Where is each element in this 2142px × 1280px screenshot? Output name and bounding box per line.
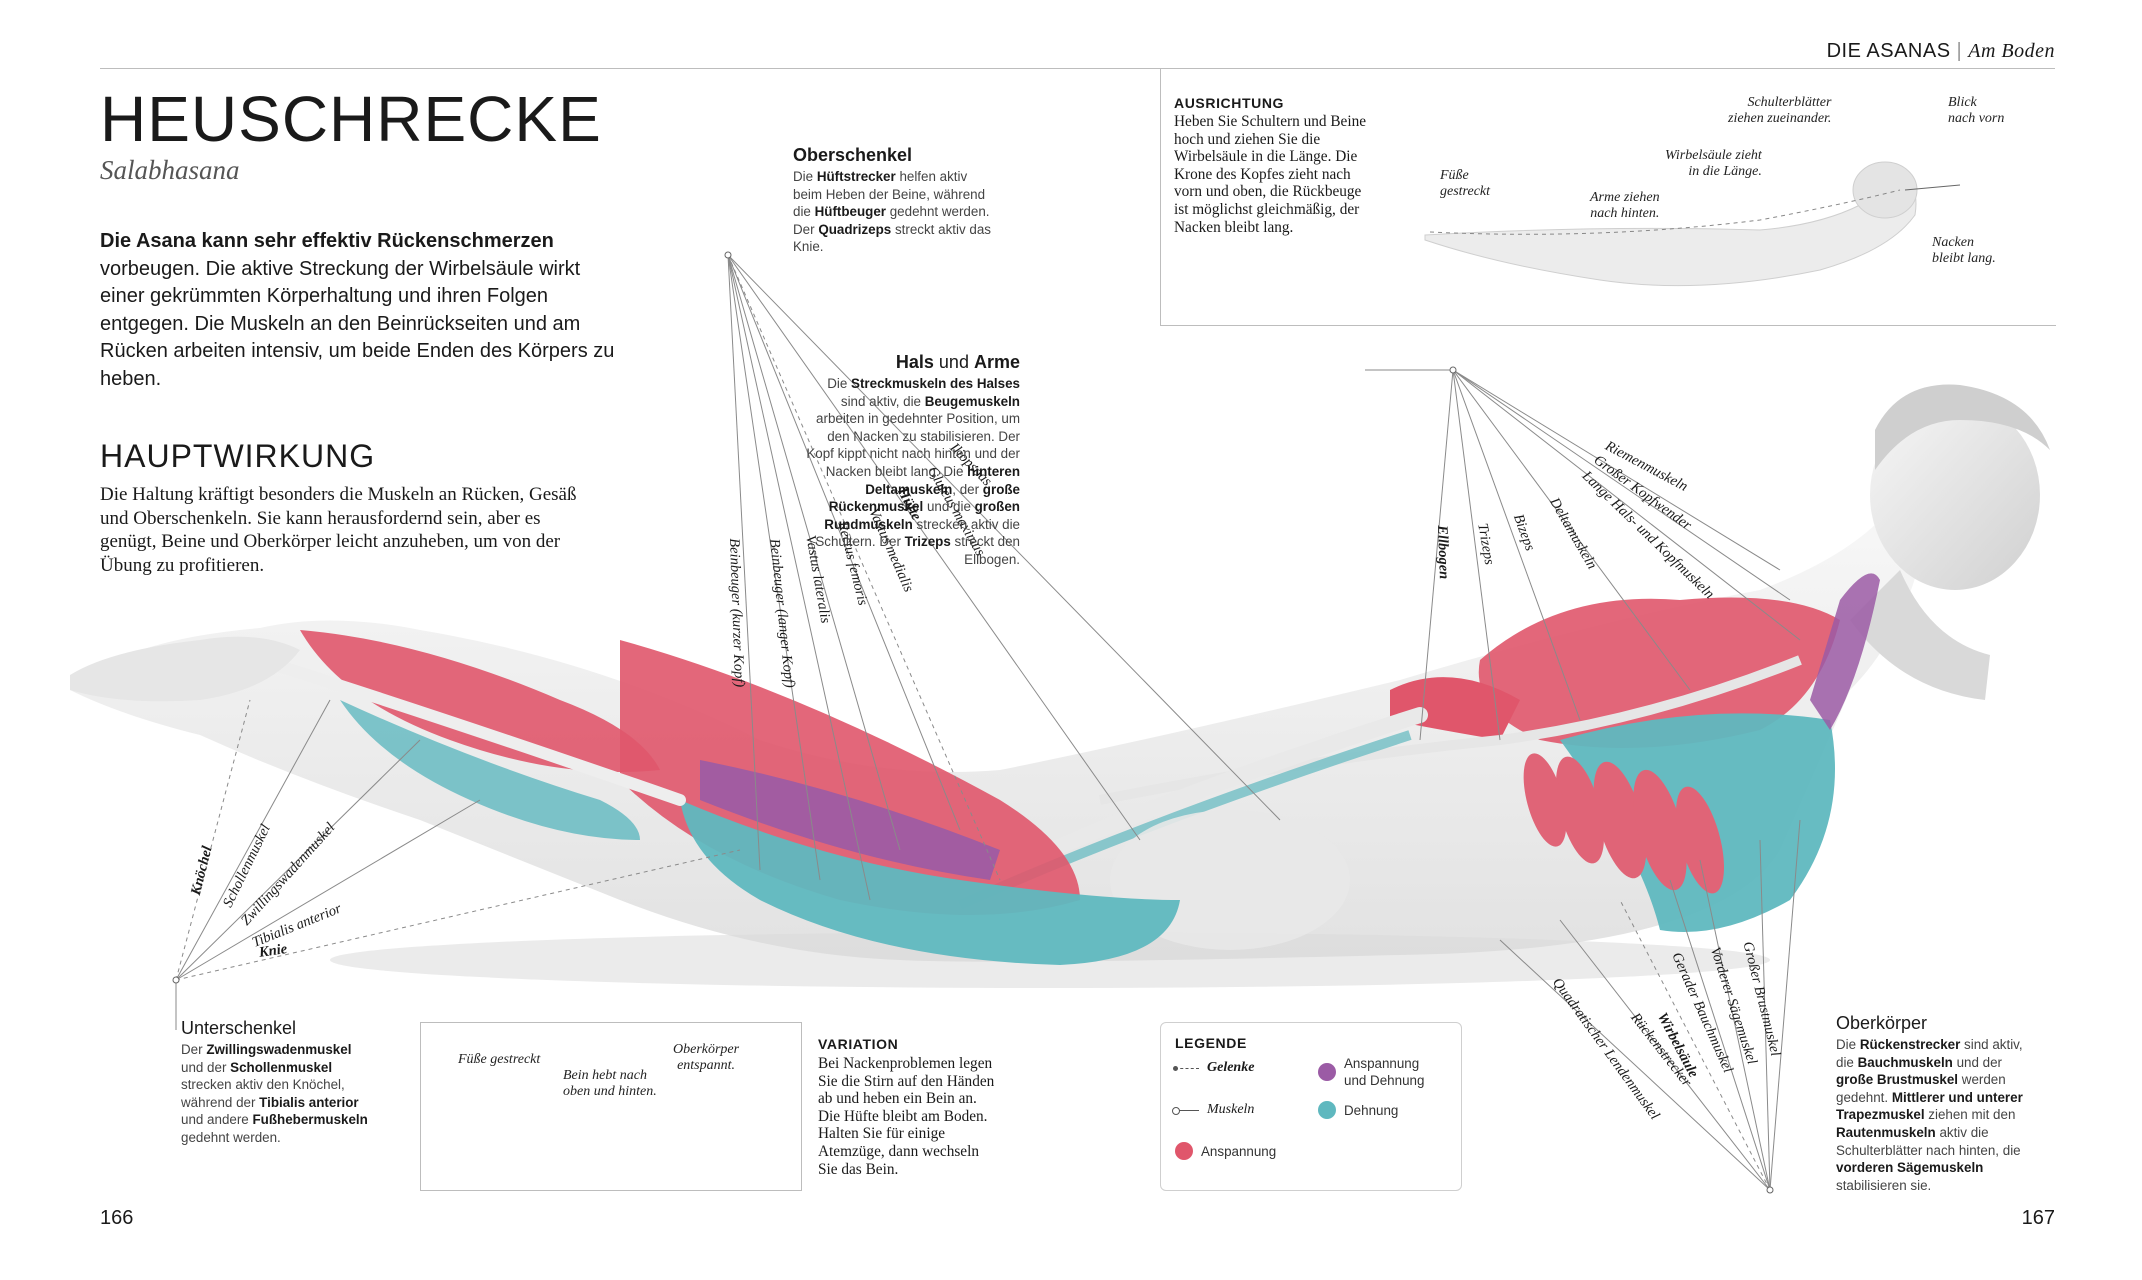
- tension-stretch-swatch: [1318, 1063, 1336, 1081]
- shin-muscle-teal: [340, 700, 640, 840]
- stretch-swatch: [1318, 1101, 1336, 1119]
- callout-oberschenkel-text: Die Hüftstrecker helfen aktiv beim Heben…: [793, 169, 991, 255]
- legend-muscles-label: Muskeln: [1207, 1102, 1255, 1117]
- callout-unterschenkel-text: Der Zwillingswadenmuskel und der Scholle…: [181, 1042, 368, 1145]
- intro-paragraph: Die Asana kann sehr effektiv Rückenschme…: [100, 228, 620, 393]
- intro-text: vorbeugen. Die aktive Streckung der Wirb…: [100, 257, 615, 390]
- alignment-figure: [1424, 161, 1961, 287]
- callout-hals-arme: Hals und Arme Die Streckmuskeln des Hals…: [800, 352, 1020, 569]
- callout-oberkoerper-heading: Oberkörper: [1836, 1013, 1928, 1033]
- variation-text: Bei Nackenproblemen legen Sie die Stirn …: [818, 1055, 995, 1178]
- callout-lines-thigh: [727, 254, 1281, 901]
- section-divider: |: [1956, 40, 1963, 62]
- section-header: DIE ASANAS|Am Boden: [1827, 40, 2055, 63]
- legend-heading: LEGENDE: [1175, 1035, 1247, 1051]
- thigh-muscle-purple: [700, 760, 1000, 880]
- page-number-right: 167: [2021, 1207, 2055, 1229]
- callout-lines-neck: [1419, 369, 1801, 741]
- muscle-line-icon: [1172, 1106, 1199, 1115]
- page-subtitle: Salabhasana: [100, 155, 240, 185]
- legend-joints: Gelenke: [1173, 1060, 1255, 1076]
- callout-node-lower-leg: [172, 976, 180, 984]
- page-number-left: 166: [100, 1207, 134, 1229]
- variation-heading: VARIATION: [818, 1036, 899, 1052]
- callout-oberschenkel: Oberschenkel Die Hüftstrecker helfen akt…: [793, 145, 993, 256]
- legend-box: [1160, 1022, 1462, 1191]
- callout-oberkoerper-text: Die Rückenstrecker sind aktiv, die Bauch…: [1836, 1037, 2023, 1193]
- alignment-box: [1160, 68, 2056, 326]
- legend-stretch-label: Dehnung: [1344, 1102, 1399, 1118]
- legend-tension: Anspannung: [1175, 1142, 1276, 1160]
- alignment-text: Heben Sie Schultern und Beine hoch und z…: [1174, 113, 1367, 236]
- header-rule: [100, 68, 2055, 69]
- callout-node-neck: [1449, 366, 1457, 374]
- callout-hals-text: Die Streckmuskeln des Halses sind aktiv,…: [806, 376, 1020, 567]
- variation-label-fuesse: Füße gestreckt: [458, 1052, 541, 1067]
- legend-stretch: Dehnung: [1318, 1101, 1398, 1119]
- section-name: DIE ASANAS: [1826, 40, 1951, 62]
- ribs: [1523, 753, 1724, 894]
- callout-node-torso: [1766, 1186, 1774, 1194]
- main-effect-text: Die Haltung kräftigt besonders die Muske…: [100, 484, 577, 576]
- upper-arm-muscle-red: [1390, 677, 1520, 740]
- callout-lines-lower-leg: [175, 699, 741, 981]
- callout-oberschenkel-heading: Oberschenkel: [793, 145, 913, 165]
- main-effect-heading: HAUPTWIRKUNG: [100, 438, 376, 474]
- body-silhouette: [70, 520, 1920, 962]
- thigh-muscle-teal: [680, 800, 1180, 965]
- tension-swatch: [1175, 1142, 1193, 1160]
- calf-muscle-red: [300, 630, 660, 772]
- callout-lines-torso: [1499, 819, 1801, 1191]
- section-subname: Am Boden: [1968, 40, 2055, 62]
- legend-tension-label: Anspannung: [1201, 1143, 1277, 1159]
- alignment-heading: AUSRICHTUNG: [1174, 95, 1285, 111]
- callout-node-thigh: [724, 251, 732, 259]
- head: [1850, 384, 2050, 700]
- legend-muscles: Muskeln: [1172, 1102, 1255, 1118]
- joint-line-icon: [1173, 1065, 1199, 1071]
- neck-muscle-purple: [1810, 573, 1880, 730]
- back-muscle-red: [1478, 597, 1840, 748]
- feet: [70, 636, 300, 702]
- callout-oberkoerper: Oberkörper Die Rückenstrecker sind aktiv…: [1836, 1013, 2036, 1194]
- intro-bold: Die Asana kann sehr effektiv Rückenschme…: [100, 230, 554, 252]
- callout-hals-heading: Hals und Arme: [895, 352, 1020, 372]
- page-title: HEUSCHRECKE: [100, 83, 602, 155]
- variation-frame: [420, 1022, 802, 1191]
- legend-joints-label: Gelenke: [1207, 1060, 1255, 1075]
- callout-unterschenkel-heading: Unterschenkel: [181, 1018, 297, 1038]
- shin-bone: [254, 654, 686, 806]
- callout-unterschenkel: Unterschenkel Der Zwillingswadenmuskel u…: [181, 1018, 376, 1147]
- label-ellbogen: Ellbogen: [1434, 525, 1452, 580]
